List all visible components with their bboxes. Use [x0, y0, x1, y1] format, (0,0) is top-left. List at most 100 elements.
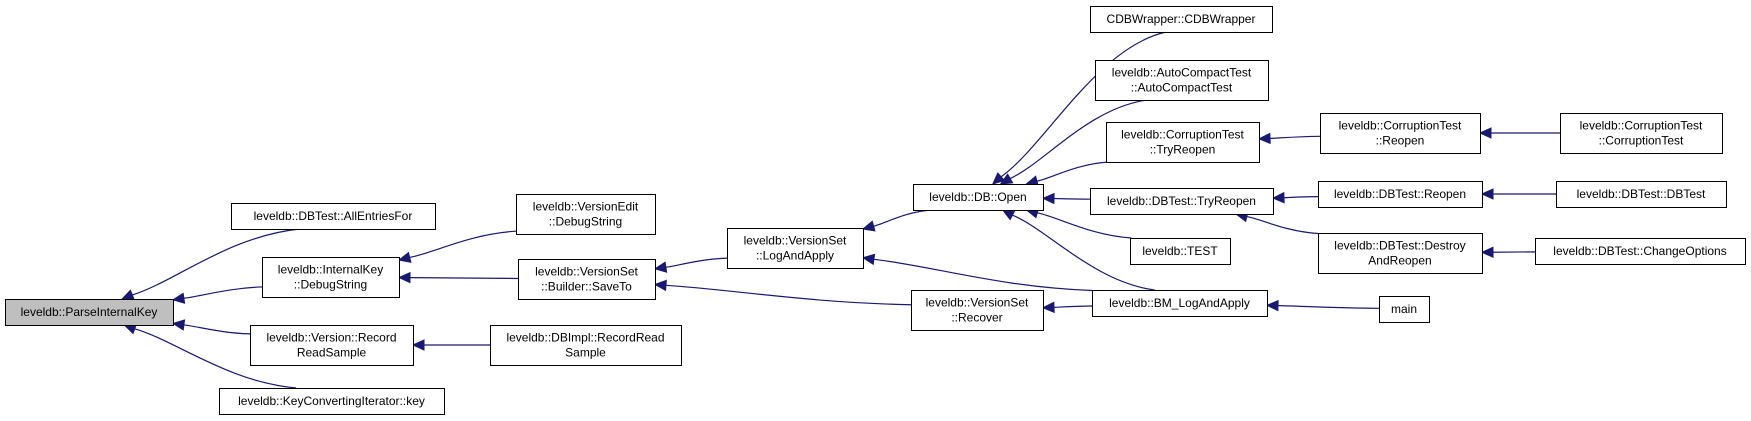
node-label: leveldb::InternalKey [278, 263, 383, 277]
node-saveto[interactable]: leveldb::VersionSet::Builder::SaveTo [518, 259, 656, 300]
call-edge [665, 257, 728, 268]
node-cdbw[interactable]: CDBWrapper::CDBWrapper [1090, 6, 1273, 33]
node-box [1090, 188, 1274, 215]
arrowhead [1041, 192, 1055, 205]
node-label: ::DebugString [549, 215, 622, 229]
node-label: main [1391, 302, 1417, 316]
node-label: ::LogAndApply [756, 249, 834, 263]
node-box [262, 257, 400, 298]
arrowhead [1041, 301, 1055, 314]
node-logapply[interactable]: leveldb::VersionSet::LogAndApply [727, 228, 864, 269]
node-dbtryreopen[interactable]: leveldb::DBTest::TryReopen [1090, 188, 1274, 215]
node-vedebug[interactable]: leveldb::VersionEdit::DebugString [516, 194, 656, 235]
node-box [1560, 113, 1723, 154]
node-box [518, 259, 656, 300]
node-label: leveldb::VersionSet [535, 265, 638, 279]
arrowhead [171, 319, 186, 331]
node-label: leveldb::TEST [1142, 244, 1218, 258]
node-box [1556, 181, 1727, 208]
node-changeopts[interactable]: leveldb::DBTest::ChangeOptions [1535, 238, 1746, 265]
node-label: leveldb::CorruptionTest [1580, 119, 1703, 133]
node-box [1379, 296, 1430, 323]
arrowhead [397, 271, 411, 284]
call-edge [409, 277, 519, 280]
node-label: leveldb::ParseInternalKey [21, 305, 158, 319]
node-box [1092, 290, 1268, 317]
node-label: ::Reopen [1376, 134, 1425, 148]
node-box [516, 194, 656, 235]
call-edge [1000, 31, 1167, 178]
node-label: Sample [565, 346, 606, 360]
node-label: leveldb::DBTest::DBTest [1577, 187, 1706, 201]
node-recover[interactable]: leveldb::VersionSet::Recover [911, 290, 1044, 331]
node-actest[interactable]: leveldb::AutoCompactTest::AutoCompactTes… [1095, 60, 1269, 101]
call-edge [132, 228, 301, 296]
call-edge [183, 286, 263, 299]
node-box [911, 290, 1044, 331]
node-label: ::TryReopen [1150, 143, 1216, 157]
node-bmlog[interactable]: leveldb::BM_LogAndApply [1092, 290, 1268, 317]
node-label: AndReopen [1368, 254, 1431, 268]
arrowhead [411, 339, 425, 351]
node-label: leveldb::BM_LogAndApply [1109, 296, 1250, 310]
call-edge [873, 209, 932, 227]
node-label: leveldb::Version::Record [266, 331, 396, 345]
node-box [913, 184, 1044, 211]
arrowhead [1480, 188, 1494, 200]
arrowhead [1001, 209, 1016, 221]
arrowhead [1265, 299, 1279, 312]
node-label: leveldb::DBTest::Reopen [1334, 187, 1466, 201]
call-edge [134, 328, 297, 389]
node-box [1130, 238, 1231, 265]
node-dbreopen[interactable]: leveldb::DBTest::Reopen [1318, 181, 1483, 208]
node-label: leveldb::VersionSet [926, 296, 1029, 310]
node-kciter[interactable]: leveldb::KeyConvertingIterator::key [219, 388, 445, 415]
call-edge [1036, 161, 1109, 182]
node-parse[interactable]: leveldb::ParseInternalKey [5, 299, 174, 326]
call-edge [183, 324, 251, 335]
arrowhead [1480, 246, 1494, 258]
node-box [1106, 122, 1260, 163]
node-label: leveldb::AutoCompactTest [1112, 66, 1252, 80]
call-edge [1012, 214, 1155, 291]
node-dbtest[interactable]: leveldb::DBTest::DBTest [1556, 181, 1727, 208]
arrowhead [120, 289, 135, 301]
node-label: ::Recover [951, 311, 1002, 325]
node-box [1095, 60, 1269, 101]
node-label: leveldb::KeyConvertingIterator::key [238, 394, 425, 408]
node-label: leveldb::DBTest::TryReopen [1107, 194, 1256, 208]
node-label: leveldb::CorruptionTest [1121, 128, 1244, 142]
node-box [1318, 181, 1483, 208]
node-ikdebug[interactable]: leveldb::InternalKey::DebugString [262, 257, 400, 298]
call-edge [1037, 212, 1132, 239]
node-label: ::DebugString [294, 278, 367, 292]
node-main[interactable]: main [1379, 296, 1430, 323]
node-box [1320, 113, 1481, 154]
node-label: leveldb::DBImpl::RecordRead [506, 331, 664, 345]
node-label: CDBWrapper::CDBWrapper [1107, 12, 1256, 26]
node-allentries[interactable]: leveldb::DBTest::AllEntriesFor [231, 203, 436, 230]
node-test[interactable]: leveldb::TEST [1130, 238, 1231, 265]
edges-layer [120, 31, 1560, 389]
node-ctryreopen[interactable]: leveldb::CorruptionTest::TryReopen [1106, 122, 1260, 163]
arrowhead [1271, 191, 1285, 204]
node-box [250, 325, 414, 366]
call-edge [409, 230, 517, 259]
node-ctest[interactable]: leveldb::CorruptionTest::CorruptionTest [1560, 113, 1723, 154]
node-box [1535, 238, 1746, 265]
node-creopen[interactable]: leveldb::CorruptionTest::Reopen [1320, 113, 1481, 154]
node-label: ::AutoCompactTest [1131, 81, 1233, 95]
arrowhead [653, 261, 668, 273]
node-box [1318, 233, 1483, 274]
node-label: ReadSample [297, 346, 367, 360]
node-box [490, 325, 682, 366]
call-edge [665, 284, 912, 306]
call-edge [1246, 215, 1319, 235]
call-edge [873, 258, 1093, 292]
node-dbopen[interactable]: leveldb::DB::Open [913, 184, 1044, 211]
arrowhead [991, 172, 1006, 185]
